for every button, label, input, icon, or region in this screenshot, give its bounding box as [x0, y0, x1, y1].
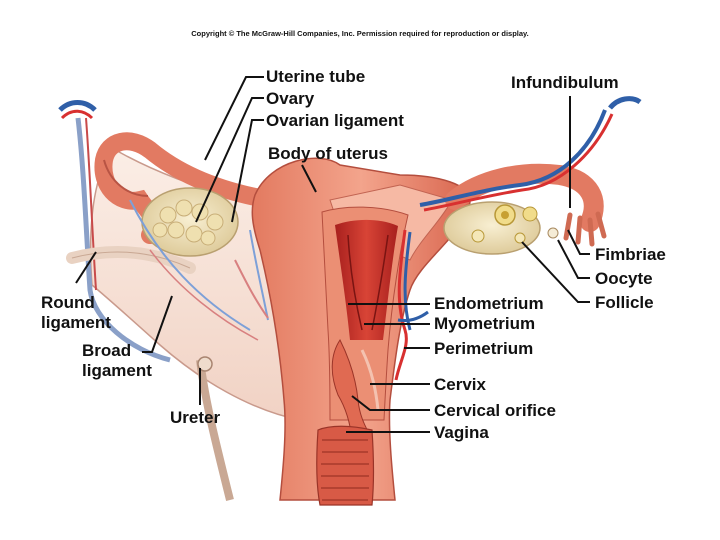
label-ovarian-ligament: Ovarian ligament	[266, 111, 404, 131]
label-cervix: Cervix	[434, 375, 486, 395]
label-endometrium: Endometrium	[434, 294, 544, 314]
label-oocyte: Oocyte	[595, 269, 653, 289]
oocyte-shape	[548, 228, 558, 238]
label-fimbriae: Fimbriae	[595, 245, 666, 265]
vagina-section	[317, 426, 374, 505]
label-broad-ligament: Broad ligament	[82, 341, 152, 381]
label-uterine-tube: Uterine tube	[266, 67, 365, 87]
label-myometrium: Myometrium	[434, 314, 535, 334]
label-vagina: Vagina	[434, 423, 489, 443]
label-ovary: Ovary	[266, 89, 314, 109]
label-perimetrium: Perimetrium	[434, 339, 533, 359]
label-infundibulum: Infundibulum	[511, 73, 619, 93]
label-follicle: Follicle	[595, 293, 654, 313]
label-body-of-uterus: Body of uterus	[268, 144, 388, 164]
label-round-ligament: Round ligament	[41, 293, 111, 333]
label-cervical-orifice: Cervical orifice	[434, 401, 556, 421]
label-ureter: Ureter	[170, 408, 220, 428]
